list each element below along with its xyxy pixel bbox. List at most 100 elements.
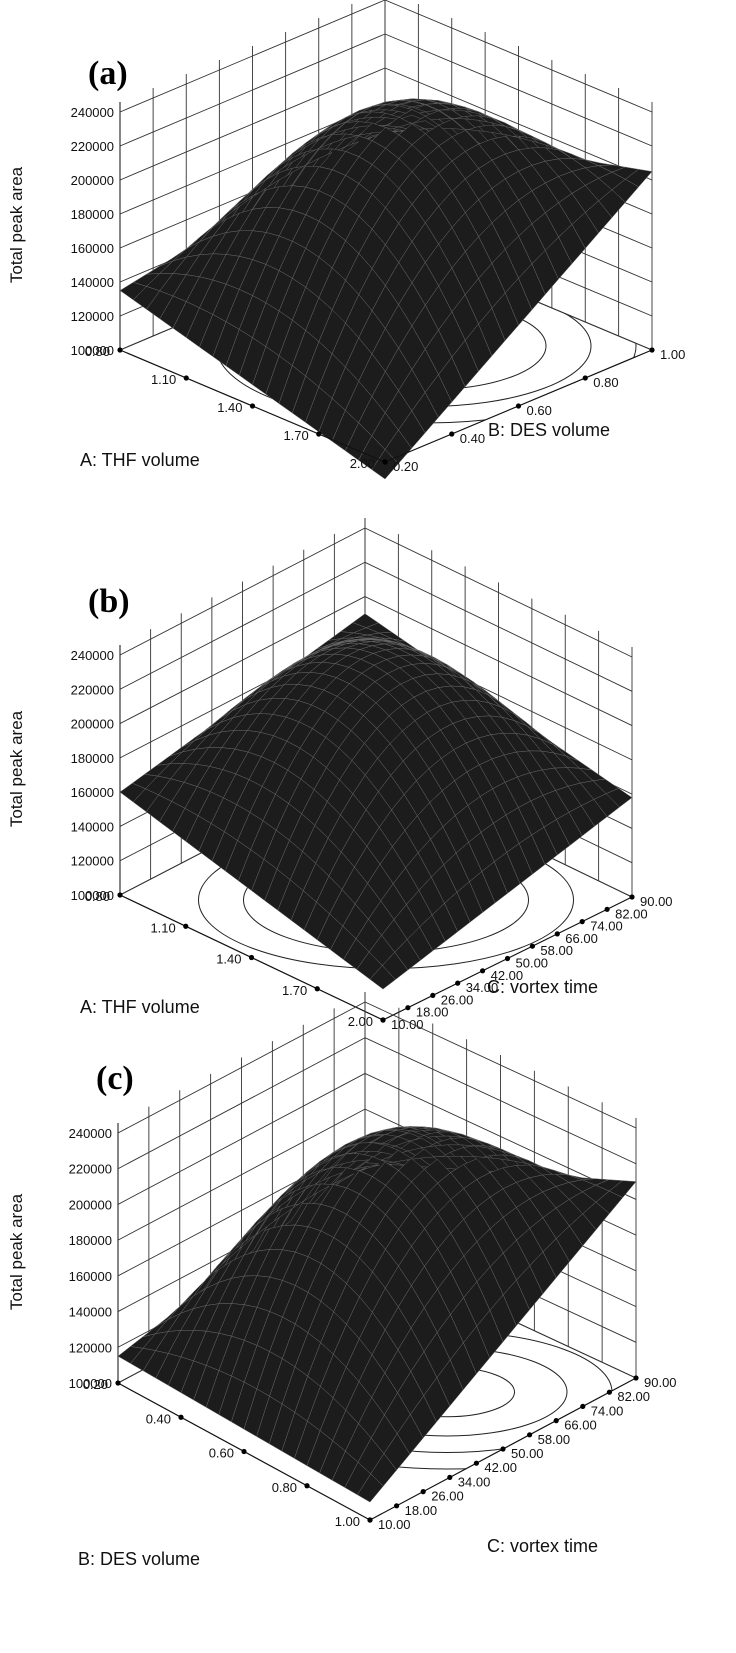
wall-grid-horizontal — [119, 33, 386, 147]
z-tick-label: 180000 — [71, 207, 114, 222]
panel-label: (b) — [88, 583, 130, 620]
y-tick-mark — [405, 1005, 411, 1011]
y-tick-mark — [604, 906, 610, 912]
y-tick-label: 50.00 — [511, 1446, 544, 1461]
x-tick-label: 1.10 — [151, 372, 176, 387]
y-tick-label: 66.00 — [564, 1418, 597, 1433]
z-tick-label: 200000 — [71, 717, 114, 732]
y-tick-label: 50.00 — [516, 956, 549, 971]
z-tick-label: 140000 — [69, 1305, 112, 1320]
y-tick-label: 82.00 — [615, 906, 648, 921]
z-tick-label: 100000 — [71, 888, 114, 903]
y-tick-mark — [629, 894, 635, 900]
x-tick-label: 1.10 — [150, 920, 175, 935]
wall-grid-horizontal — [117, 1001, 366, 1134]
surface-facet — [369, 965, 396, 990]
y-tick-label: 0.20 — [393, 459, 418, 474]
y-tick-label: 90.00 — [640, 894, 673, 909]
z-axis-title: Total peak area — [7, 1193, 26, 1310]
x-tick-mark — [115, 1380, 121, 1386]
z-axis-title: Total peak area — [7, 166, 26, 283]
y-tick-label: 34.00 — [466, 980, 499, 995]
z-tick-label: 120000 — [69, 1340, 112, 1355]
y-tick-mark — [529, 943, 536, 949]
x-tick-mark — [248, 954, 255, 961]
x-tick-label: 2.00 — [350, 456, 375, 471]
x-tick-label: 1.40 — [217, 400, 242, 415]
x-tick-label: 0.60 — [209, 1446, 234, 1461]
y-tick-mark — [480, 968, 486, 974]
y-tick-label: 42.00 — [491, 968, 524, 983]
x-tick-label: 1.70 — [283, 428, 308, 443]
chart-panel-3: 2400002200002000001800001600001400001200… — [7, 992, 677, 1569]
y-tick-label: 0.60 — [527, 403, 552, 418]
wall-grid-horizontal — [384, 0, 653, 113]
y-tick-label: 26.00 — [441, 992, 474, 1007]
x-axis-title: B: DES volume — [78, 1549, 200, 1569]
y-tick-label: 42.00 — [484, 1460, 517, 1475]
x-tick-label: 1.40 — [216, 952, 241, 967]
wall-grid-horizontal — [119, 67, 386, 181]
y-tick-mark — [554, 931, 560, 937]
panel-label: (c) — [96, 1060, 134, 1097]
y-tick-mark — [473, 1460, 479, 1466]
chart-panel-1: 2400002200002000001800001600001400001200… — [7, 0, 685, 480]
y-tick-mark — [382, 459, 388, 465]
y-tick-label: 10.00 — [378, 1517, 411, 1532]
z-tick-label: 200000 — [69, 1197, 112, 1212]
wall-grid-horizontal — [364, 561, 633, 692]
y-axis-title: C: vortex time — [487, 977, 598, 997]
x-tick-label: 0.80 — [85, 344, 110, 359]
z-tick-label: 180000 — [69, 1233, 112, 1248]
x-tick-mark — [183, 375, 189, 381]
z-tick-label: 140000 — [71, 819, 114, 834]
y-tick-label: 74.00 — [590, 919, 623, 934]
y-tick-mark — [553, 1418, 559, 1424]
y-tick-mark — [500, 1446, 506, 1452]
z-tick-label: 220000 — [71, 139, 114, 154]
wall-grid-horizontal — [364, 1001, 637, 1129]
y-tick-label: 90.00 — [644, 1375, 677, 1390]
z-tick-label: 100000 — [71, 343, 114, 358]
panel-label: (a) — [88, 55, 128, 92]
x-tick-label: 0.80 — [85, 889, 110, 904]
z-tick-label: 180000 — [71, 751, 114, 766]
wall-grid-horizontal — [117, 1073, 366, 1205]
y-tick-mark — [380, 1017, 386, 1023]
y-tick-mark — [515, 403, 522, 409]
x-tick-mark — [241, 1448, 247, 1455]
y-tick-mark — [527, 1432, 533, 1438]
wall-grid-horizontal — [119, 527, 366, 656]
response-surface — [119, 98, 653, 480]
y-tick-label: 0.80 — [593, 375, 618, 390]
y-axis-title: B: DES volume — [488, 420, 610, 440]
x-tick-mark — [314, 986, 320, 992]
y-tick-label: 18.00 — [405, 1503, 438, 1518]
y-tick-mark — [367, 1517, 373, 1523]
wall-grid-horizontal — [384, 67, 653, 181]
x-tick-label: 0.20 — [83, 1377, 108, 1392]
y-tick-label: 26.00 — [431, 1489, 464, 1504]
x-tick-mark — [183, 923, 189, 929]
z-tick-label: 140000 — [71, 275, 114, 290]
z-tick-label: 220000 — [71, 682, 114, 697]
chart-panel-2: 2400002200002000001800001600001400001200… — [7, 518, 673, 1032]
x-tick-label: 2.00 — [348, 1014, 373, 1029]
y-tick-mark — [633, 1375, 639, 1381]
y-tick-mark — [394, 1503, 400, 1509]
x-tick-mark — [316, 431, 322, 437]
z-tick-label: 160000 — [71, 785, 114, 800]
z-tick-label: 160000 — [71, 241, 114, 256]
response-surface — [119, 613, 633, 990]
y-tick-mark — [455, 980, 461, 986]
wall-grid-horizontal — [384, 33, 653, 147]
y-tick-mark — [579, 919, 585, 925]
wall-grid-horizontal — [364, 1037, 637, 1165]
y-tick-mark — [449, 431, 455, 437]
panels-group: 2400002200002000001800001600001400001200… — [7, 0, 685, 1569]
x-axis-title: A: THF volume — [80, 997, 200, 1017]
z-axis-title: Total peak area — [7, 710, 26, 827]
y-tick-mark — [430, 992, 436, 999]
x-tick-mark — [304, 1483, 310, 1489]
